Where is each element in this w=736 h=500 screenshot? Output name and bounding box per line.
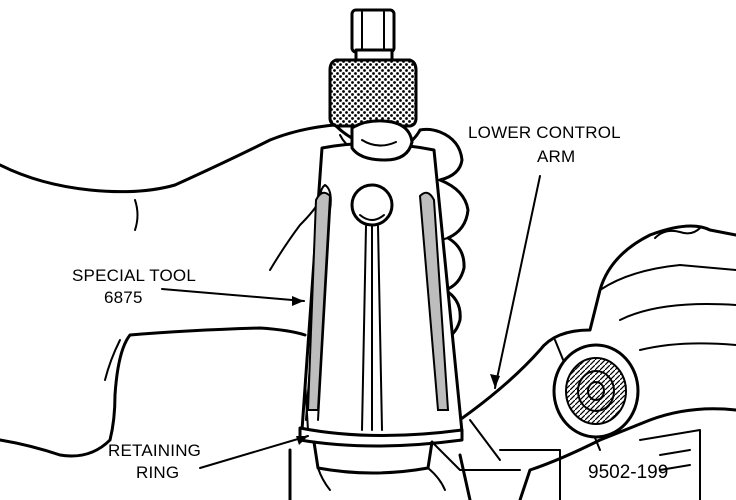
retaining-ring-label-line1: RETAINING — [108, 441, 201, 460]
special-tool-leader — [161, 288, 305, 302]
special-tool-drawing — [288, 8, 472, 500]
leader-lines — [161, 175, 541, 469]
lower-control-arm-label-line1: LOWER CONTROL — [468, 123, 621, 142]
lower-control-arm-leader — [494, 175, 541, 389]
retaining-ring-leader — [199, 435, 309, 469]
special-tool-label-line2: 6875 — [104, 288, 143, 307]
lower-control-arm-label-line2: ARM — [537, 147, 575, 166]
lower-control-arm-drawing — [428, 224, 736, 500]
special-tool-label-line1: SPECIAL TOOL — [72, 266, 196, 285]
figure-number: 9502-199 — [588, 462, 668, 483]
retaining-ring-label-line2: RING — [136, 463, 179, 482]
